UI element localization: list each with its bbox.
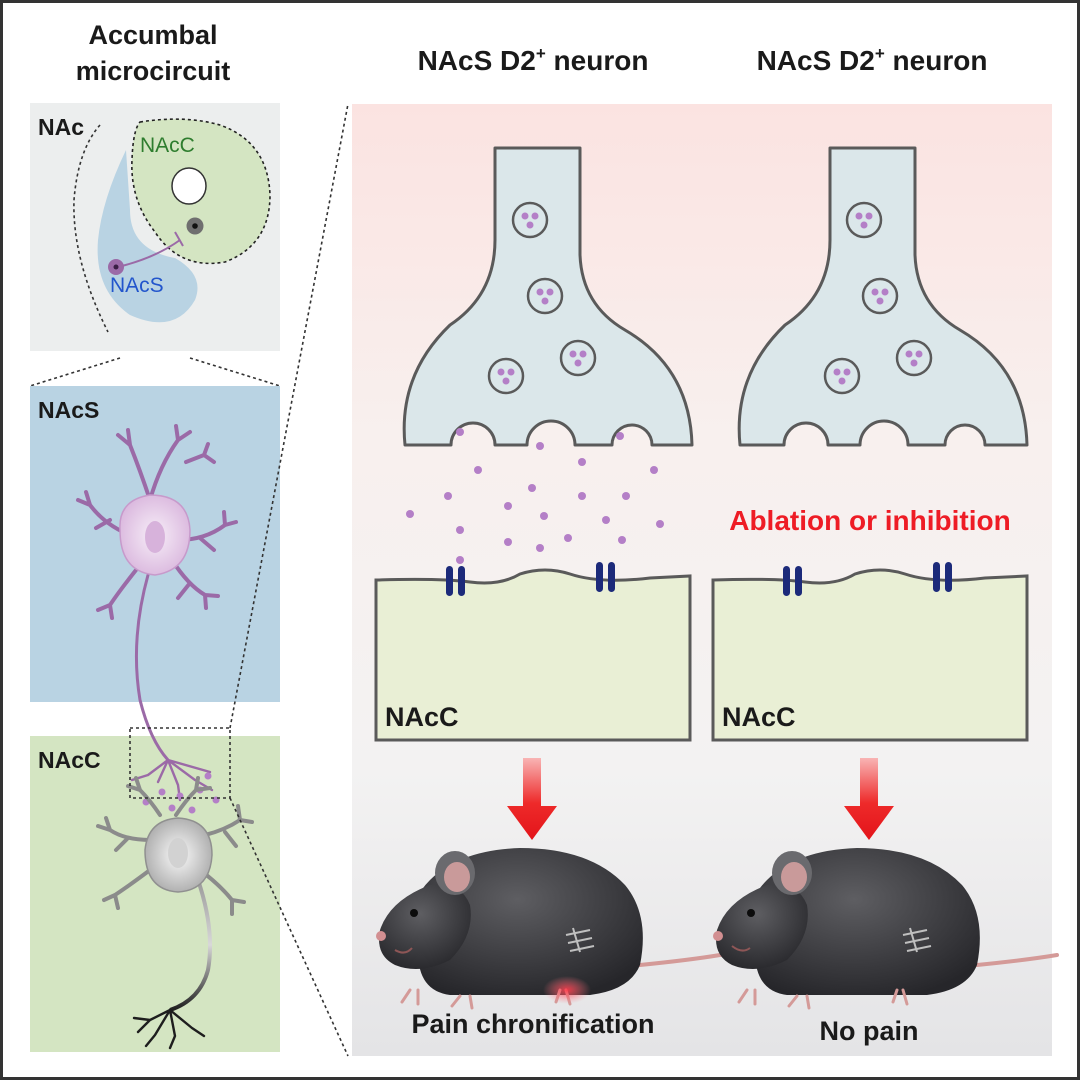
nacc-nucleus bbox=[168, 838, 188, 868]
nacs-neuron bbox=[76, 424, 238, 802]
released-transmitter bbox=[406, 428, 664, 564]
nacc-axon-terminal bbox=[132, 1008, 206, 1050]
nacc-panel-label: NAcC bbox=[38, 747, 101, 773]
col1-title: NAcS D2+ neuron bbox=[418, 44, 649, 76]
vesicles-terminal-2 bbox=[823, 201, 933, 395]
anterior-commissure bbox=[171, 167, 207, 205]
down-arrow-1 bbox=[507, 758, 557, 840]
left-title-line1: Accumbal bbox=[88, 20, 217, 50]
vesicles-terminal-1 bbox=[487, 201, 597, 395]
nacs-region-shape bbox=[97, 150, 198, 323]
ablation-text: Ablation or inhibition bbox=[729, 505, 1011, 536]
mouse-no-pain bbox=[713, 848, 1059, 1010]
postsynaptic-label-2: NAcC bbox=[722, 702, 796, 732]
inhibition-bar bbox=[174, 231, 184, 247]
projection-line bbox=[117, 239, 181, 268]
nacc-panel bbox=[30, 736, 280, 1052]
zoom-box bbox=[129, 727, 231, 799]
nac-label: NAc bbox=[38, 114, 84, 140]
col2-title: NAcS D2+ neuron bbox=[757, 44, 988, 76]
nacs-panel-label: NAcS bbox=[38, 397, 99, 423]
nacc-axon bbox=[169, 879, 213, 1012]
nac-boundary-dotted bbox=[73, 124, 109, 333]
nacc-neuron bbox=[96, 776, 254, 916]
down-arrow-2 bbox=[844, 758, 894, 840]
receptors-1 bbox=[446, 562, 615, 596]
outcome-label-2: No pain bbox=[820, 1016, 919, 1046]
nacc-region-label: NAcC bbox=[140, 134, 195, 157]
left-title-line2: microcircuit bbox=[76, 56, 231, 86]
nacs-nucleus bbox=[145, 521, 165, 553]
receptors-2 bbox=[783, 562, 952, 596]
postsynaptic-label-1: NAcC bbox=[385, 702, 459, 732]
nacs-region-label: NAcS bbox=[110, 274, 164, 297]
outcome-label-1: Pain chronification bbox=[411, 1009, 654, 1039]
mouse-pain bbox=[376, 848, 764, 1010]
